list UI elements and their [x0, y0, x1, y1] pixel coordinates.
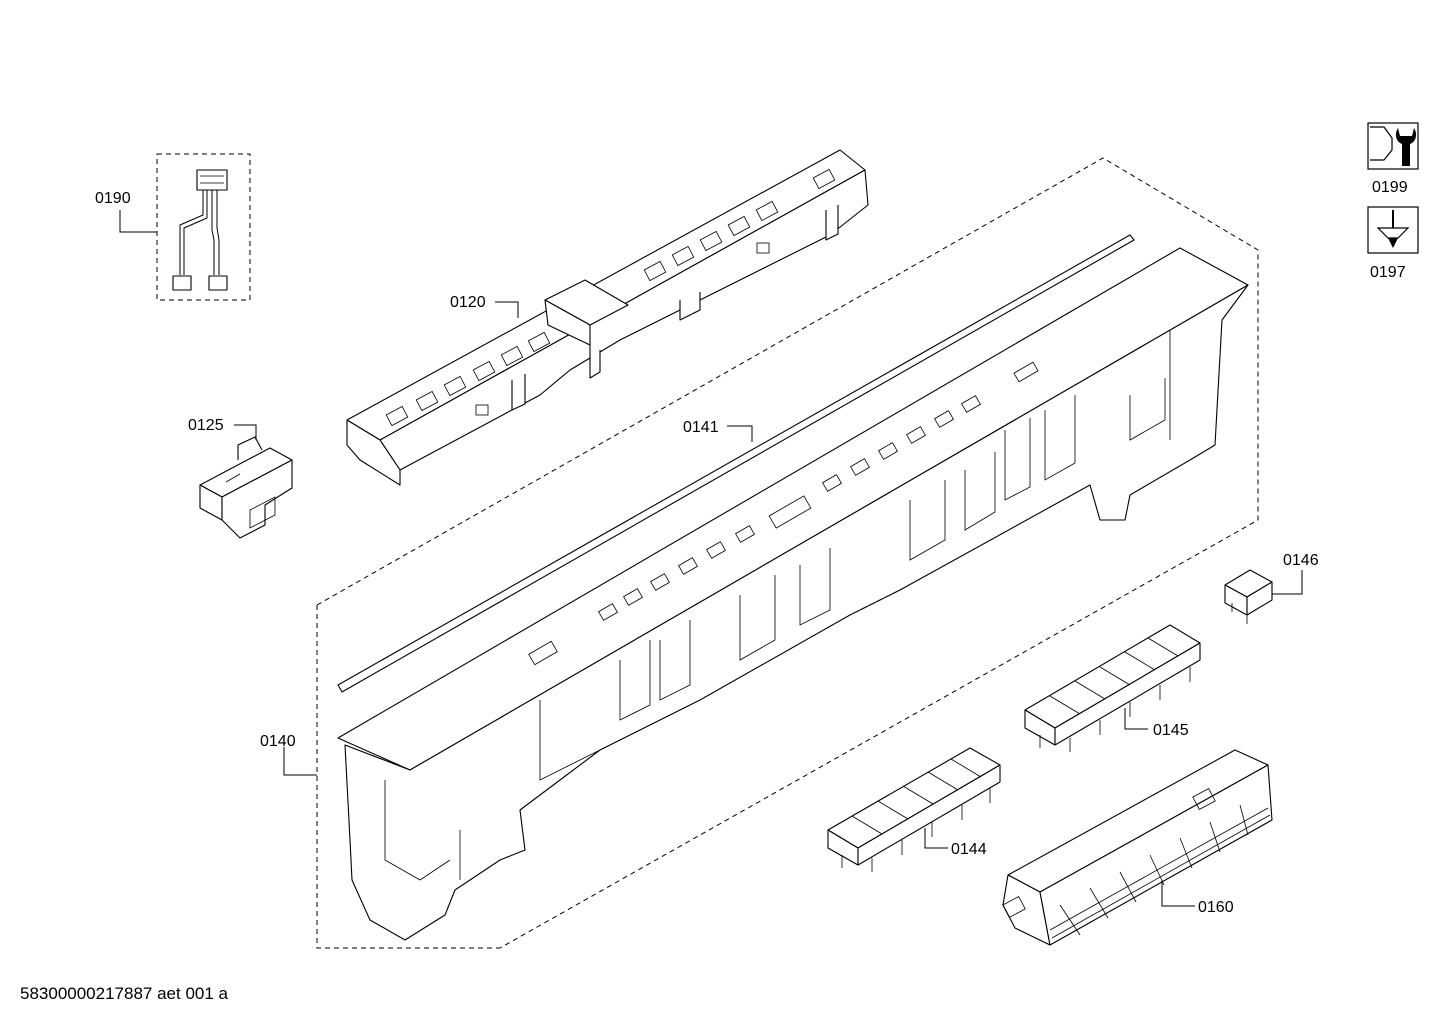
wrench-icon	[1367, 122, 1419, 170]
label-0190: 0190	[95, 190, 131, 207]
part-0141-strip	[337, 234, 1135, 693]
label-0120: 0120	[450, 294, 486, 311]
part-0120-control-module	[346, 149, 869, 486]
label-0141: 0141	[683, 419, 719, 436]
document-reference: 58300000217887 aet 001 a	[20, 984, 229, 1003]
leader-0160	[1161, 880, 1195, 907]
leader-0146	[1272, 570, 1303, 595]
leader-0141	[727, 425, 753, 442]
label-0144: 0144	[951, 841, 987, 858]
part-0146-button	[1224, 569, 1273, 624]
label-0146: 0146	[1283, 552, 1319, 569]
label-0199: 0199	[1372, 179, 1408, 196]
part-0190-wiring-harness	[156, 153, 251, 301]
label-0140: 0140	[260, 733, 296, 750]
label-0160: 0160	[1198, 899, 1234, 916]
label-0197: 0197	[1370, 264, 1406, 281]
leader-0144	[924, 828, 948, 849]
leader-0120	[495, 301, 519, 318]
label-0125: 0125	[188, 417, 224, 434]
screwdriver-icon	[1367, 206, 1419, 254]
part-0144-button-strip	[827, 747, 1001, 872]
leader-0145	[1124, 708, 1148, 730]
part-0145-button-strip	[1024, 624, 1201, 752]
leader-0140	[283, 747, 317, 776]
part-0160-cover	[1002, 749, 1273, 946]
leader-0190	[119, 210, 157, 233]
part-0125-clip	[199, 436, 293, 539]
label-0145: 0145	[1153, 722, 1189, 739]
part-0140-control-panel	[337, 247, 1249, 941]
part-0140-outline	[316, 157, 1259, 949]
leader-0125	[234, 424, 257, 440]
